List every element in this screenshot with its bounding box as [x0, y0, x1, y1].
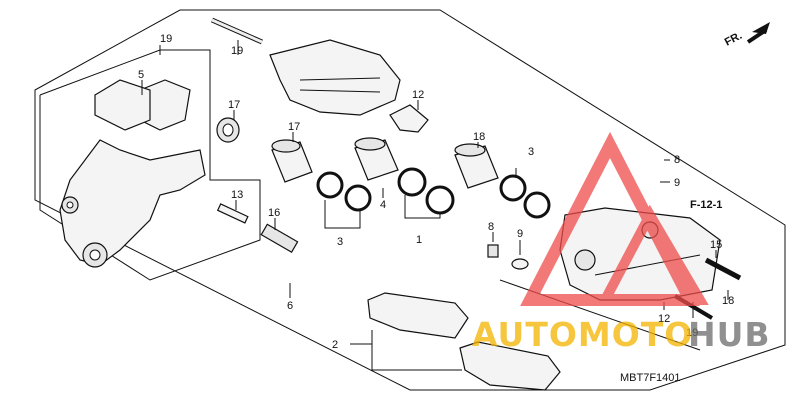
pad-retainer: [389, 104, 429, 133]
bleeder-valve: [260, 223, 299, 254]
watermark-triangle-inner: [596, 204, 709, 305]
callout-6: 6: [287, 300, 293, 312]
callout-18: 19: [686, 327, 698, 339]
callout-4: 4: [380, 199, 386, 211]
callout-13: 15: [710, 239, 722, 251]
piston-right: [454, 143, 499, 189]
callout-16: 18: [722, 295, 734, 307]
piston-left: [271, 139, 313, 183]
watermark-text-part2: HUB: [688, 315, 771, 354]
bleeder-cap: [487, 244, 499, 258]
callout-3b: 3: [337, 236, 343, 248]
leader-lines: [141, 40, 729, 371]
watermark-text-part1: AUTOMOTO: [472, 315, 693, 354]
piston-center: [354, 137, 399, 181]
callout-8a: 8: [488, 221, 494, 233]
callout-9a: 9: [517, 228, 523, 240]
reference-label: F-12-1: [690, 199, 722, 211]
caliper-bolt: [704, 257, 742, 281]
callout-7: 19: [160, 33, 172, 45]
callout-17b: 18: [473, 131, 485, 143]
brake-pad-lower: [459, 341, 561, 391]
callout-14: 16: [268, 207, 280, 219]
pin-boot: [216, 117, 240, 143]
pad-spring: [94, 79, 151, 131]
callout-12: 13: [231, 189, 243, 201]
callout-19: 19: [231, 45, 243, 57]
diagram-frame: [34, 9, 786, 391]
callout-8b: 8: [674, 154, 680, 166]
callout-9b: 9: [674, 177, 680, 189]
clip: [511, 258, 529, 270]
callout-11: 12: [658, 313, 670, 325]
caliper-bracket: [59, 79, 206, 268]
caliper-body-upper: [269, 39, 401, 116]
direction-label: FR.: [723, 30, 744, 49]
front-arrow-icon: [746, 22, 770, 44]
callout-5: 5: [138, 69, 144, 81]
callout-15: 17: [228, 99, 240, 111]
diagram-code: MBT7F1401: [620, 372, 681, 384]
callout-2: 2: [332, 339, 338, 351]
callout-1: 1: [416, 234, 422, 246]
callout-17a: 17: [288, 121, 300, 133]
slide-pin: [216, 203, 249, 224]
piston-seals: [316, 167, 551, 219]
brake-pad-upper: [367, 292, 469, 339]
callout-3a: 3: [528, 146, 534, 158]
watermark: AUTOMOTO HUB: [472, 131, 771, 354]
callout-10: 12: [412, 89, 424, 101]
bolt: [210, 17, 264, 45]
